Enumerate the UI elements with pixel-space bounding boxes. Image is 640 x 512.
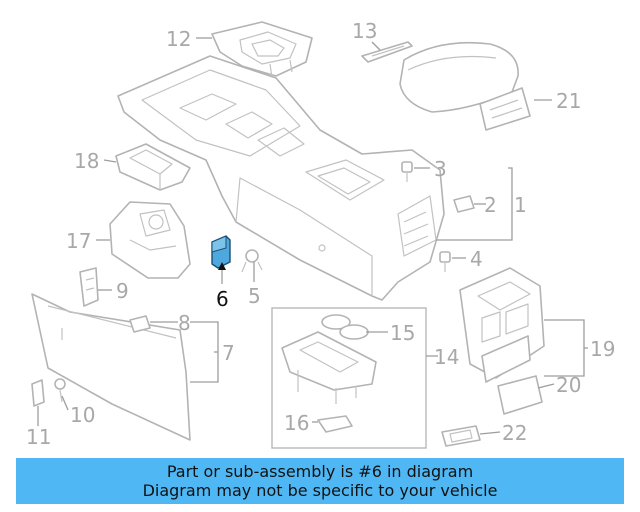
part-17-shifter-housing [109,201,191,279]
part-13-trim-strip [361,41,413,63]
callout-4: 4 [470,247,483,271]
arrowhead-6 [218,262,226,270]
part-9-bracket [79,267,99,307]
callout-1: 1 [514,193,527,217]
part-7-side-panel [31,293,191,441]
callout-15: 15 [390,321,415,345]
center-console [117,55,445,301]
banner-line-1: Part or sub-assembly is #6 in diagram [166,462,474,481]
callout-12: 12 [166,27,191,51]
callout-14: 14 [434,345,459,369]
parts-diagram: 12 13 21 18 17 6 5 9 8 7 11 10 3 2 1 4 1… [26,19,615,449]
callout-9: 9 [116,279,129,303]
callout-13: 13 [352,19,377,43]
part-11-clip [31,379,45,407]
callout-17: 17 [66,229,91,253]
callout-16: 16 [284,411,309,435]
part-22-switch [441,425,481,447]
part-8-clip [129,315,151,333]
callout-11: 11 [26,425,51,449]
callout-19: 19 [590,337,615,361]
part-5-screw [241,249,263,273]
banner-line-2: Diagram may not be specific to your vehi… [142,481,498,500]
callout-labels: 12 13 21 18 17 6 5 9 8 7 11 10 3 2 1 4 1… [26,19,615,449]
callout-18: 18 [74,149,99,173]
part-4-bolt [439,251,451,272]
part-18 [115,143,191,191]
callout-10: 10 [70,403,95,427]
part-3-bolt [401,161,413,182]
callout-21: 21 [556,89,581,113]
part-19-vent-panel [459,267,545,383]
callout-7: 7 [222,341,235,365]
callout-3: 3 [434,157,447,181]
part-6-highlighted [211,235,231,269]
leader-lines [37,37,588,435]
part-21-armrest [399,41,531,131]
part-10-screw [54,378,66,403]
part-20 [497,375,543,415]
callout-5: 5 [248,284,261,308]
callout-8: 8 [178,311,191,335]
callout-22: 22 [502,421,527,445]
part-12-bezel [211,21,313,79]
callout-6: 6 [216,287,229,311]
box-14 [271,307,427,449]
callout-2: 2 [484,193,497,217]
info-banner: Part or sub-assembly is #6 in diagram Di… [16,458,624,504]
part-2-pad [453,195,475,213]
callout-20: 20 [556,373,581,397]
